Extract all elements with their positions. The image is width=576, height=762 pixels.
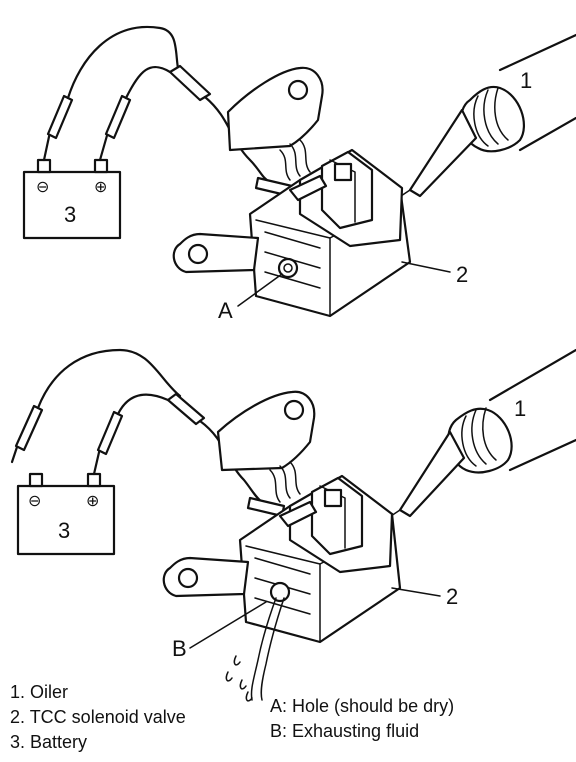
oiler-number-bottom: 1	[514, 396, 526, 421]
battery-top	[22, 158, 122, 240]
legend-item-fluid: B: Exhausting fluid	[270, 721, 419, 741]
legend-item-battery: 3. Battery	[10, 732, 87, 752]
battery-negative-icon: ⊖	[36, 179, 49, 196]
solenoid-number-top: 2	[456, 262, 468, 287]
top-diagram: 1 ⊖ ⊕ 3	[22, 25, 576, 323]
battery-positive-icon: ⊕	[94, 179, 107, 196]
bottom-diagram: 1 ⊖ ⊕ 3	[10, 348, 576, 702]
hole-letter-a: A	[218, 298, 233, 323]
oiler-bottom	[384, 348, 576, 521]
oiler-top	[394, 33, 576, 201]
battery-number-top: 3	[64, 202, 76, 227]
legend-item-solenoid: 2. TCC solenoid valve	[10, 707, 186, 727]
legend: 1. Oiler 2. TCC solenoid valve 3. Batter…	[10, 682, 454, 752]
solenoid-valve-bottom	[162, 390, 402, 702]
oiler-number-top: 1	[520, 68, 532, 93]
legend-item-hole: A: Hole (should be dry)	[270, 696, 454, 716]
battery-negative-icon-bottom: ⊖	[28, 493, 41, 510]
solenoid-valve-top	[172, 66, 412, 318]
solenoid-number-bottom: 2	[446, 584, 458, 609]
fluid-letter-b: B	[172, 636, 187, 661]
battery-number-bottom: 3	[58, 518, 70, 543]
battery-positive-icon-bottom: ⊕	[86, 493, 99, 510]
battery-bottom	[16, 472, 116, 556]
legend-item-oiler: 1. Oiler	[10, 682, 68, 702]
